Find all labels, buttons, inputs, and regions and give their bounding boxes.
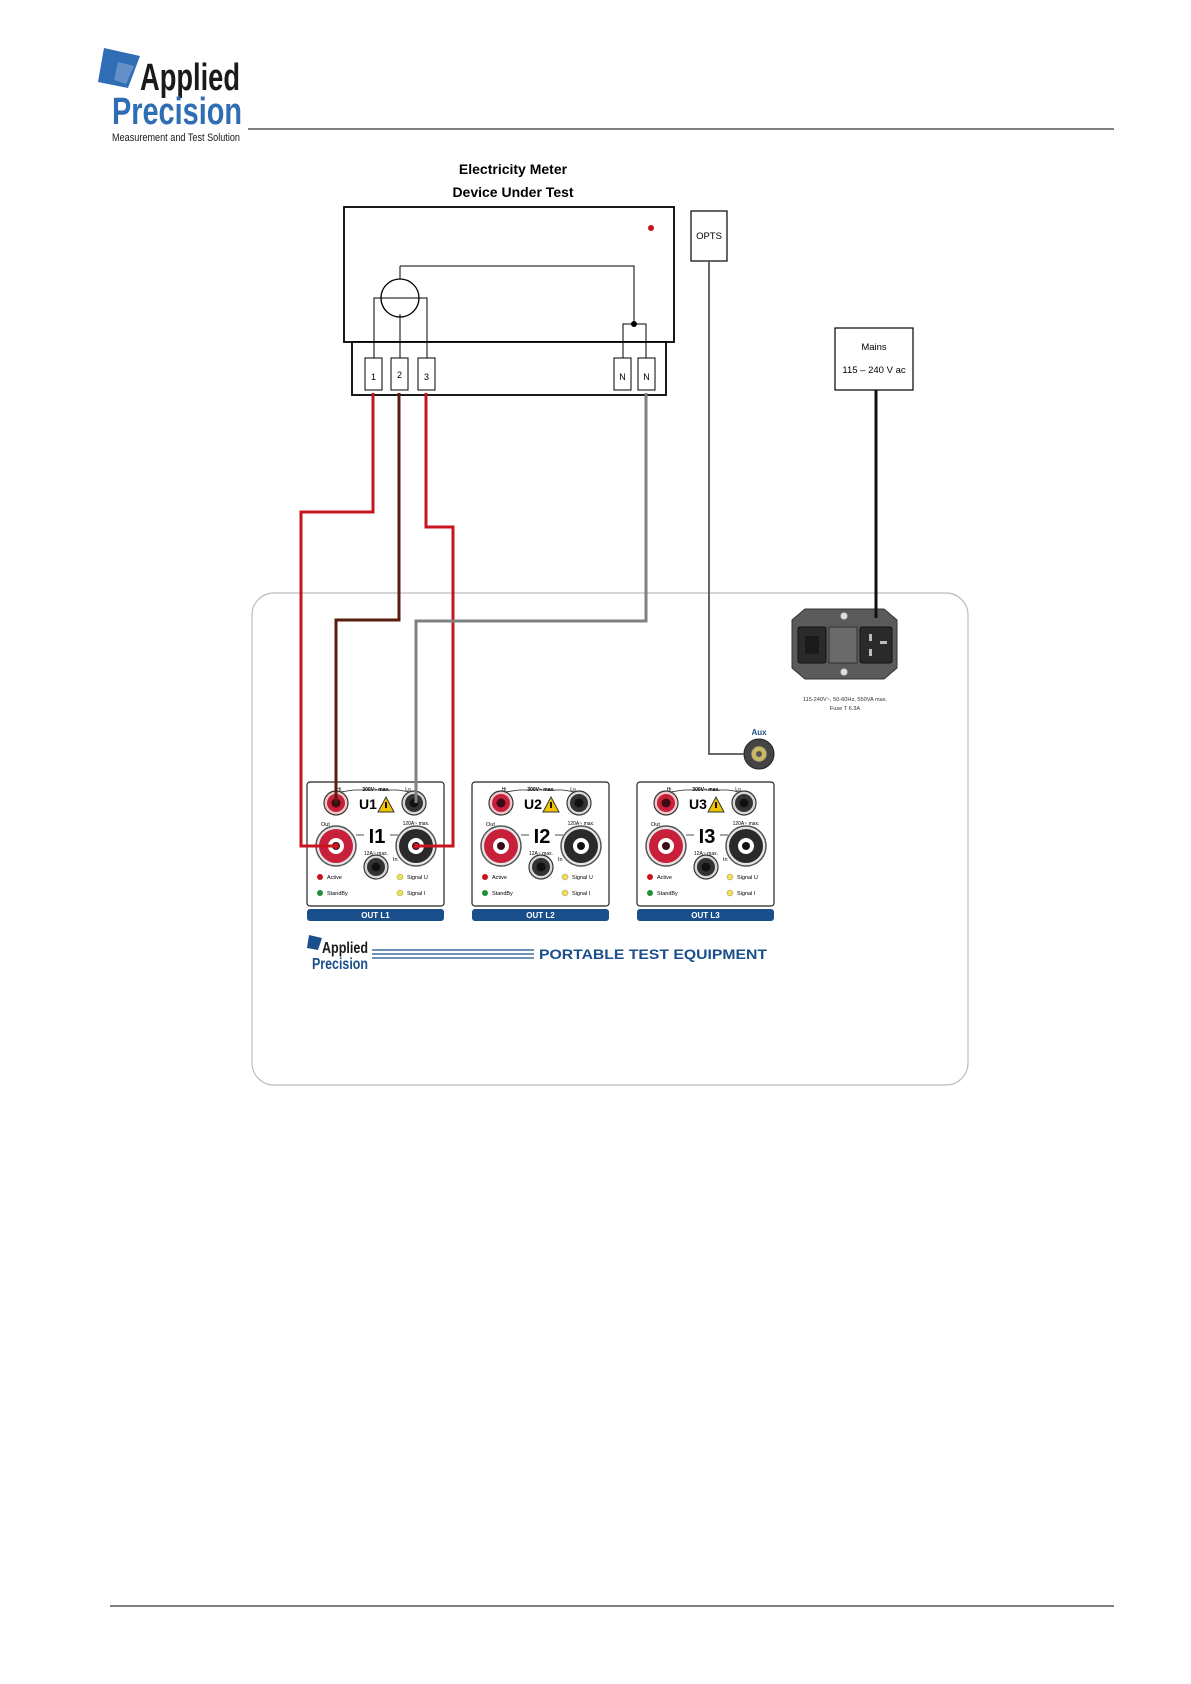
svg-text:Active: Active [657, 875, 672, 881]
svg-text:StandBy: StandBy [327, 891, 348, 897]
logo-applied-text: Applied [140, 57, 240, 99]
svg-text:In: In [558, 857, 563, 863]
logo-mark-icon [98, 48, 140, 88]
svg-text:Out: Out [486, 822, 495, 828]
svg-text:120A~ max.: 120A~ max. [403, 821, 430, 827]
svg-text:300V~ max.: 300V~ max. [527, 787, 555, 793]
svg-text:StandBy: StandBy [657, 891, 678, 897]
out-l3-label: OUT L3 [691, 911, 720, 920]
output-module-l3: Hi 300V~ max. Lo U3 Out 120A~ max. I3 12… [636, 781, 775, 921]
mains-voltage: 115 – 240 V ac [842, 365, 905, 376]
svg-text:Signal U: Signal U [737, 875, 758, 881]
wire-terminal-1 [299, 393, 375, 848]
inlet-spec-line1: 115-240V~, 50-60Hz, 550VA max. [803, 697, 888, 703]
brand-precision-text: Precision [312, 956, 368, 973]
svg-text:Signal I: Signal I [737, 891, 756, 897]
svg-text:12A~ max.: 12A~ max. [529, 851, 553, 857]
svg-text:StandBy: StandBy [492, 891, 513, 897]
i3-in-jack[interactable] [725, 825, 767, 867]
wiring [299, 261, 878, 848]
svg-text:Active: Active [492, 875, 507, 881]
output-module-l1: Hi 300V~ max. Lo U1 Out 120A~ max. I1 12… [306, 781, 445, 921]
brand-applied-text: Applied [322, 940, 368, 957]
u2-lo-jack[interactable] [566, 790, 592, 816]
mains-box: Mains 115 – 240 V ac [834, 327, 914, 391]
logo-mark-cut-icon [114, 62, 134, 84]
u2-label: U2 [524, 796, 542, 812]
aux-connector-icon [743, 738, 775, 770]
svg-text:12A~ max.: 12A~ max. [364, 851, 388, 857]
inlet-spec-line2: Fuse T 6.3A [830, 706, 861, 712]
logo-tagline: Measurement and Test Solution [112, 132, 240, 144]
meter-title-line1: Electricity Meter [459, 161, 568, 177]
wire-terminal-3 [416, 393, 455, 848]
meter-terminal-1: 1 [364, 357, 383, 391]
out-l1-label: OUT L1 [361, 911, 390, 920]
u3-hi-jack[interactable] [653, 790, 679, 816]
svg-text:Hi: Hi [667, 787, 672, 793]
svg-text:Lo: Lo [735, 787, 741, 793]
i3-out-jack[interactable] [645, 825, 687, 867]
test-equipment-panel [251, 592, 969, 1086]
wire-opts [708, 261, 744, 755]
i2-label: I2 [534, 826, 551, 848]
panel-brand: Applied Precision PORTABLE TEST EQUIPMEN… [307, 935, 768, 973]
svg-text:1: 1 [371, 372, 376, 382]
svg-text:OPTS: OPTS [696, 231, 722, 242]
mains-label: Mains [861, 342, 887, 353]
svg-text:In: In [723, 857, 728, 863]
wire-neutral [414, 393, 648, 803]
meter-title-line2: Device Under Test [452, 184, 573, 200]
wire-terminal-2 [334, 393, 401, 803]
svg-text:Signal I: Signal I [572, 891, 591, 897]
i3-label: I3 [699, 826, 716, 848]
svg-text:N: N [643, 372, 650, 382]
u1-lo-jack[interactable] [401, 790, 427, 816]
svg-text:300V~ max.: 300V~ max. [362, 787, 390, 793]
svg-text:2: 2 [397, 370, 402, 380]
brand-slogan: PORTABLE TEST EQUIPMENT [539, 946, 768, 962]
meter-terminal-2: 2 [390, 357, 409, 391]
u1-label: U1 [359, 796, 377, 812]
i2-in-jack[interactable] [560, 825, 602, 867]
meter-terminal-3: 3 [417, 357, 436, 391]
svg-text:Hi: Hi [337, 787, 342, 793]
svg-text:12A~ max.: 12A~ max. [694, 851, 718, 857]
i2-out-jack[interactable] [480, 825, 522, 867]
svg-text:Out: Out [321, 822, 330, 828]
brand-mark-icon [307, 935, 322, 950]
svg-text:Active: Active [327, 875, 342, 881]
u3-lo-jack[interactable] [731, 790, 757, 816]
power-inlet [791, 608, 898, 680]
svg-text:Signal U: Signal U [407, 875, 428, 881]
out-l2-label: OUT L2 [526, 911, 555, 920]
meter-box: 1 2 3 N N [343, 206, 675, 396]
u3-label: U3 [689, 796, 707, 812]
svg-text:120A~ max.: 120A~ max. [733, 821, 760, 827]
u2-hi-jack[interactable] [488, 790, 514, 816]
i1-label: I1 [369, 826, 386, 848]
iec-socket-icon [859, 626, 893, 664]
svg-text:300V~ max.: 300V~ max. [692, 787, 720, 793]
svg-text:120A~ max.: 120A~ max. [568, 821, 595, 827]
svg-text:Signal U: Signal U [572, 875, 593, 881]
svg-text:Lo: Lo [570, 787, 576, 793]
svg-text:Out: Out [651, 822, 660, 828]
logo-precision-text: Precision [112, 91, 242, 133]
svg-text:Signal I: Signal I [407, 891, 426, 897]
output-module-l2: Hi 300V~ max. Lo U2 Out 120A~ max. I2 12… [471, 781, 610, 921]
meter-led-icon [648, 225, 654, 231]
svg-text:In: In [393, 857, 398, 863]
svg-text:3: 3 [424, 372, 429, 382]
meter-terminal-n1: N [613, 357, 632, 391]
svg-text:N: N [619, 372, 626, 382]
aux-label: Aux [751, 728, 767, 737]
svg-text:Lo: Lo [405, 787, 411, 793]
svg-text:Hi: Hi [502, 787, 507, 793]
opts-box: OPTS [690, 210, 728, 262]
header-logo: Applied Precision Measurement and Test S… [98, 48, 242, 144]
meter-terminal-n2: N [637, 357, 656, 391]
